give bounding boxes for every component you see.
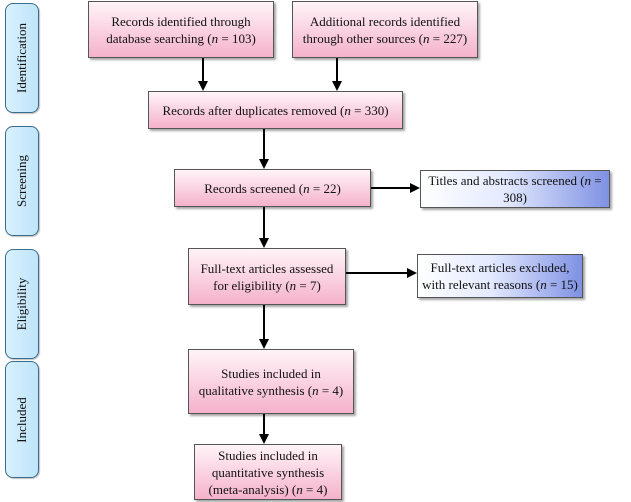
box-titles-abstracts: Titles and abstracts screened (n = 308) — [420, 170, 610, 208]
phase-screening: Screening — [5, 126, 39, 236]
phase-identification: Identification — [5, 3, 39, 113]
phase-eligibility: Eligibility — [5, 249, 39, 359]
box-quantitative: Studies included in quantitative synthes… — [194, 444, 342, 500]
box-fulltext-excluded: Full-text articles excluded, with releva… — [417, 254, 583, 298]
box-records-screened: Records screened (n = 22) — [174, 169, 371, 207]
box-qualitative: Studies included in qualitative synthesi… — [188, 349, 354, 414]
box-other-records: Additional records identified through ot… — [292, 1, 478, 58]
box-after-duplicates: Records after duplicates removed (n = 33… — [148, 91, 403, 129]
box-fulltext-assessed: Full-text articles assessed for eligibil… — [188, 248, 346, 305]
phase-included: Included — [5, 361, 39, 478]
box-database-records: Records identified through database sear… — [88, 1, 274, 58]
